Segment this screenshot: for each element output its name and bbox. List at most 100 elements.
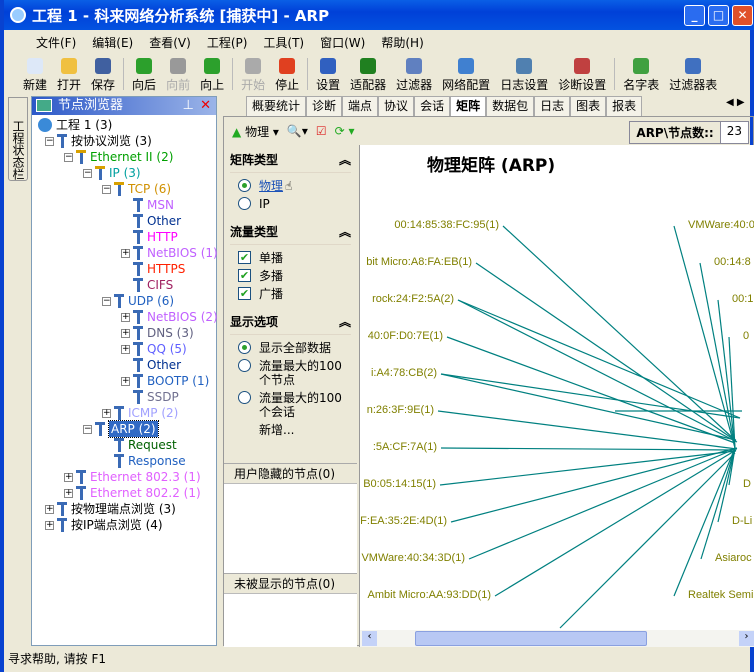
toolbar-button[interactable]: 向上 <box>195 56 229 95</box>
tree-node[interactable]: Request <box>114 437 177 453</box>
collapse-icon[interactable]: − <box>64 152 73 162</box>
tree-node[interactable]: Ethernet 802.3 (1) <box>76 469 201 485</box>
matrix-node-label[interactable]: VMWare:40:0 <box>688 219 754 231</box>
collapse-icon[interactable]: − <box>83 168 92 178</box>
toolbar-button[interactable]: 过滤器表 <box>664 56 722 95</box>
toolbar-button[interactable]: 打开 <box>52 56 86 95</box>
tree-node[interactable]: 工程 1 (3) <box>38 117 112 133</box>
toolbar-button[interactable]: 开始 <box>236 56 270 95</box>
matrix-node-label[interactable]: n:26:3F:9E(1) <box>366 404 434 416</box>
top100-nodes-radio[interactable]: 流量最大的100个节点 <box>224 357 357 389</box>
matrix-node-label[interactable]: 0 <box>743 330 750 342</box>
tree-node[interactable]: 按IP端点浏览 (4) <box>57 517 163 533</box>
menu-item[interactable]: 窗口(W) <box>320 35 366 50</box>
matrix-node-label[interactable]: 00:14:85:38:FC:95(1) <box>394 219 499 231</box>
find-node-button[interactable]: 🔍▾ <box>286 124 308 138</box>
expand-icon[interactable]: + <box>121 248 130 258</box>
view-type-dropdown[interactable]: ▲ 物理 ▾ <box>232 124 279 139</box>
matrix-node-label[interactable]: F:EA:35:2E:4D(1) <box>360 515 447 527</box>
expand-icon[interactable]: + <box>102 408 111 418</box>
menu-item[interactable]: 工程(P) <box>206 35 248 50</box>
tree-node[interactable]: CIFS <box>133 277 173 293</box>
tree-node[interactable]: Ethernet II (2) <box>76 149 173 165</box>
minimize-button[interactable]: _ <box>684 5 705 26</box>
report-button[interactable]: ☑ <box>315 124 327 138</box>
pin-icon[interactable]: ⊥ <box>182 98 194 113</box>
toolbar-button[interactable]: 网络配置 <box>437 56 495 95</box>
close-panel-icon[interactable]: ✕ <box>200 98 211 113</box>
tree-node[interactable]: MSN <box>133 197 174 213</box>
expand-icon[interactable]: + <box>64 472 73 482</box>
matrix-node-label[interactable]: rock:24:F2:5A(2) <box>372 293 454 305</box>
tab[interactable]: 矩阵 <box>450 96 487 116</box>
toolbar-button[interactable]: 适配器 <box>345 56 391 95</box>
menu-item[interactable]: 查看(V) <box>149 35 191 50</box>
tree-node[interactable]: Response <box>114 453 186 469</box>
matrix-node-label[interactable]: bit Micro:A8:FA:EB(1) <box>366 256 472 268</box>
maximize-button[interactable]: □ <box>708 5 729 26</box>
tree-node[interactable]: UDP (6) <box>114 293 174 309</box>
tree-node[interactable]: TCP (6) <box>114 181 171 197</box>
menu-item[interactable]: 编辑(E) <box>92 35 134 50</box>
menu-item[interactable]: 帮助(H) <box>381 35 424 50</box>
project-status-tab[interactable]: 工程状态栏 <box>8 97 28 181</box>
toolbar-button[interactable]: 名字表 <box>618 56 664 95</box>
tree-node[interactable]: ARP (2) <box>95 420 159 438</box>
tree-node[interactable]: ICMP (2) <box>114 405 178 421</box>
tree-node[interactable]: BOOTP (1) <box>133 373 209 389</box>
matrix-node-label[interactable]: Ambit Micro:AA:93:DD(1) <box>367 589 491 601</box>
matrix-node-label[interactable]: 40:0F:D0:7E(1) <box>367 330 443 342</box>
tab-scroll-arrows[interactable]: ◀ ▶ <box>726 97 745 108</box>
tree-node[interactable]: HTTP <box>133 229 178 245</box>
tab[interactable]: 日志 <box>534 96 571 116</box>
toolbar-button[interactable]: 过滤器 <box>391 56 437 95</box>
tab[interactable]: 诊断 <box>306 96 343 116</box>
collapse-icon[interactable]: − <box>45 136 54 146</box>
multicast-checkbox[interactable]: ✔多播 <box>224 267 357 285</box>
broadcast-checkbox[interactable]: ✔广播 <box>224 285 357 303</box>
tab[interactable]: 数据包 <box>486 96 535 116</box>
tree-node[interactable]: Other <box>133 213 181 229</box>
tab[interactable]: 图表 <box>570 96 607 116</box>
unicast-checkbox[interactable]: ✔单播 <box>224 249 357 267</box>
tree-node[interactable]: Ethernet 802.2 (1) <box>76 485 201 501</box>
matrix-node-label[interactable]: B0:05:14:15(1) <box>363 478 436 490</box>
tree-node[interactable]: 按协议浏览 (3) <box>57 133 152 149</box>
matrix-node-label[interactable]: Asiaroc <box>715 552 752 564</box>
toolbar-button[interactable]: 保存 <box>86 56 120 95</box>
scroll-thumb[interactable] <box>415 631 647 646</box>
close-button[interactable]: ✕ <box>732 5 753 26</box>
toolbar-button[interactable]: 设置 <box>311 56 345 95</box>
toolbar-button[interactable]: 向前 <box>161 56 195 95</box>
traffic-type-section[interactable]: 流量类型︽ <box>230 223 351 245</box>
horizontal-scrollbar[interactable]: ‹ › <box>360 630 754 647</box>
matrix-node-label[interactable]: :5A:CF:7A(1) <box>372 441 437 453</box>
matrix-node-label[interactable]: 00:14:8 <box>714 256 751 268</box>
tab[interactable]: 协议 <box>378 96 415 116</box>
expand-icon[interactable]: + <box>45 504 54 514</box>
expand-icon[interactable]: + <box>121 376 130 386</box>
expand-icon[interactable]: + <box>121 344 130 354</box>
tree-node[interactable]: Other <box>133 357 181 373</box>
top100-sessions-radio[interactable]: 流量最大的100个会话 <box>224 389 357 421</box>
toolbar-button[interactable]: 向后 <box>127 56 161 95</box>
expand-icon[interactable]: + <box>121 328 130 338</box>
expand-icon[interactable]: + <box>121 312 130 322</box>
menu-item[interactable]: 工具(T) <box>263 35 305 50</box>
matrix-node-label[interactable]: i:A4:78:CB(2) <box>370 367 437 379</box>
toolbar-button[interactable]: 日志设置 <box>495 56 553 95</box>
toolbar-button[interactable]: 诊断设置 <box>553 56 611 95</box>
menu-item[interactable]: 文件(F) <box>36 35 77 50</box>
toolbar-button[interactable]: 停止 <box>270 56 304 95</box>
matrix-type-physical-radio[interactable]: 物理☝ <box>224 177 357 195</box>
show-all-radio[interactable]: 显示全部数据 <box>224 339 357 357</box>
matrix-node-label[interactable]: VMWare:40:34:3D(1) <box>361 552 465 564</box>
matrix-node-label[interactable]: D-Li <box>732 515 753 527</box>
refresh-button[interactable]: ⟳ ▾ <box>334 124 355 138</box>
tree-node[interactable]: HTTPS <box>133 261 185 277</box>
toolbar-button[interactable]: 新建 <box>18 56 52 95</box>
tree-node[interactable]: SSDP <box>133 389 179 405</box>
expand-icon[interactable]: + <box>45 520 54 530</box>
scroll-right-button[interactable]: › <box>739 631 754 646</box>
tree-node[interactable]: DNS (3) <box>133 325 194 341</box>
